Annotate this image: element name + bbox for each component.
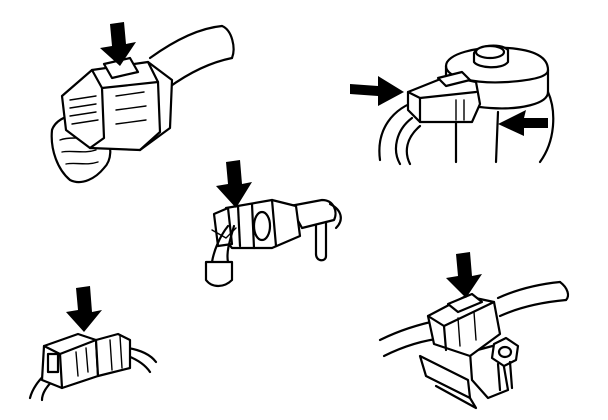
panel-3-inline-connector xyxy=(204,160,342,288)
arrow-left-icon xyxy=(498,110,548,136)
arrow-down-icon xyxy=(66,286,102,332)
panel-4-small-plug xyxy=(28,286,158,402)
panel-5-connector-on-bracket xyxy=(378,252,570,410)
arrow-down-icon xyxy=(216,160,252,208)
arrow-down-icon xyxy=(100,22,136,66)
arrow-right-icon xyxy=(350,76,404,106)
arrow-down-icon xyxy=(446,252,482,298)
panel-1-connector-on-harness xyxy=(50,22,235,184)
panel-2-sensor-connector xyxy=(350,44,555,166)
